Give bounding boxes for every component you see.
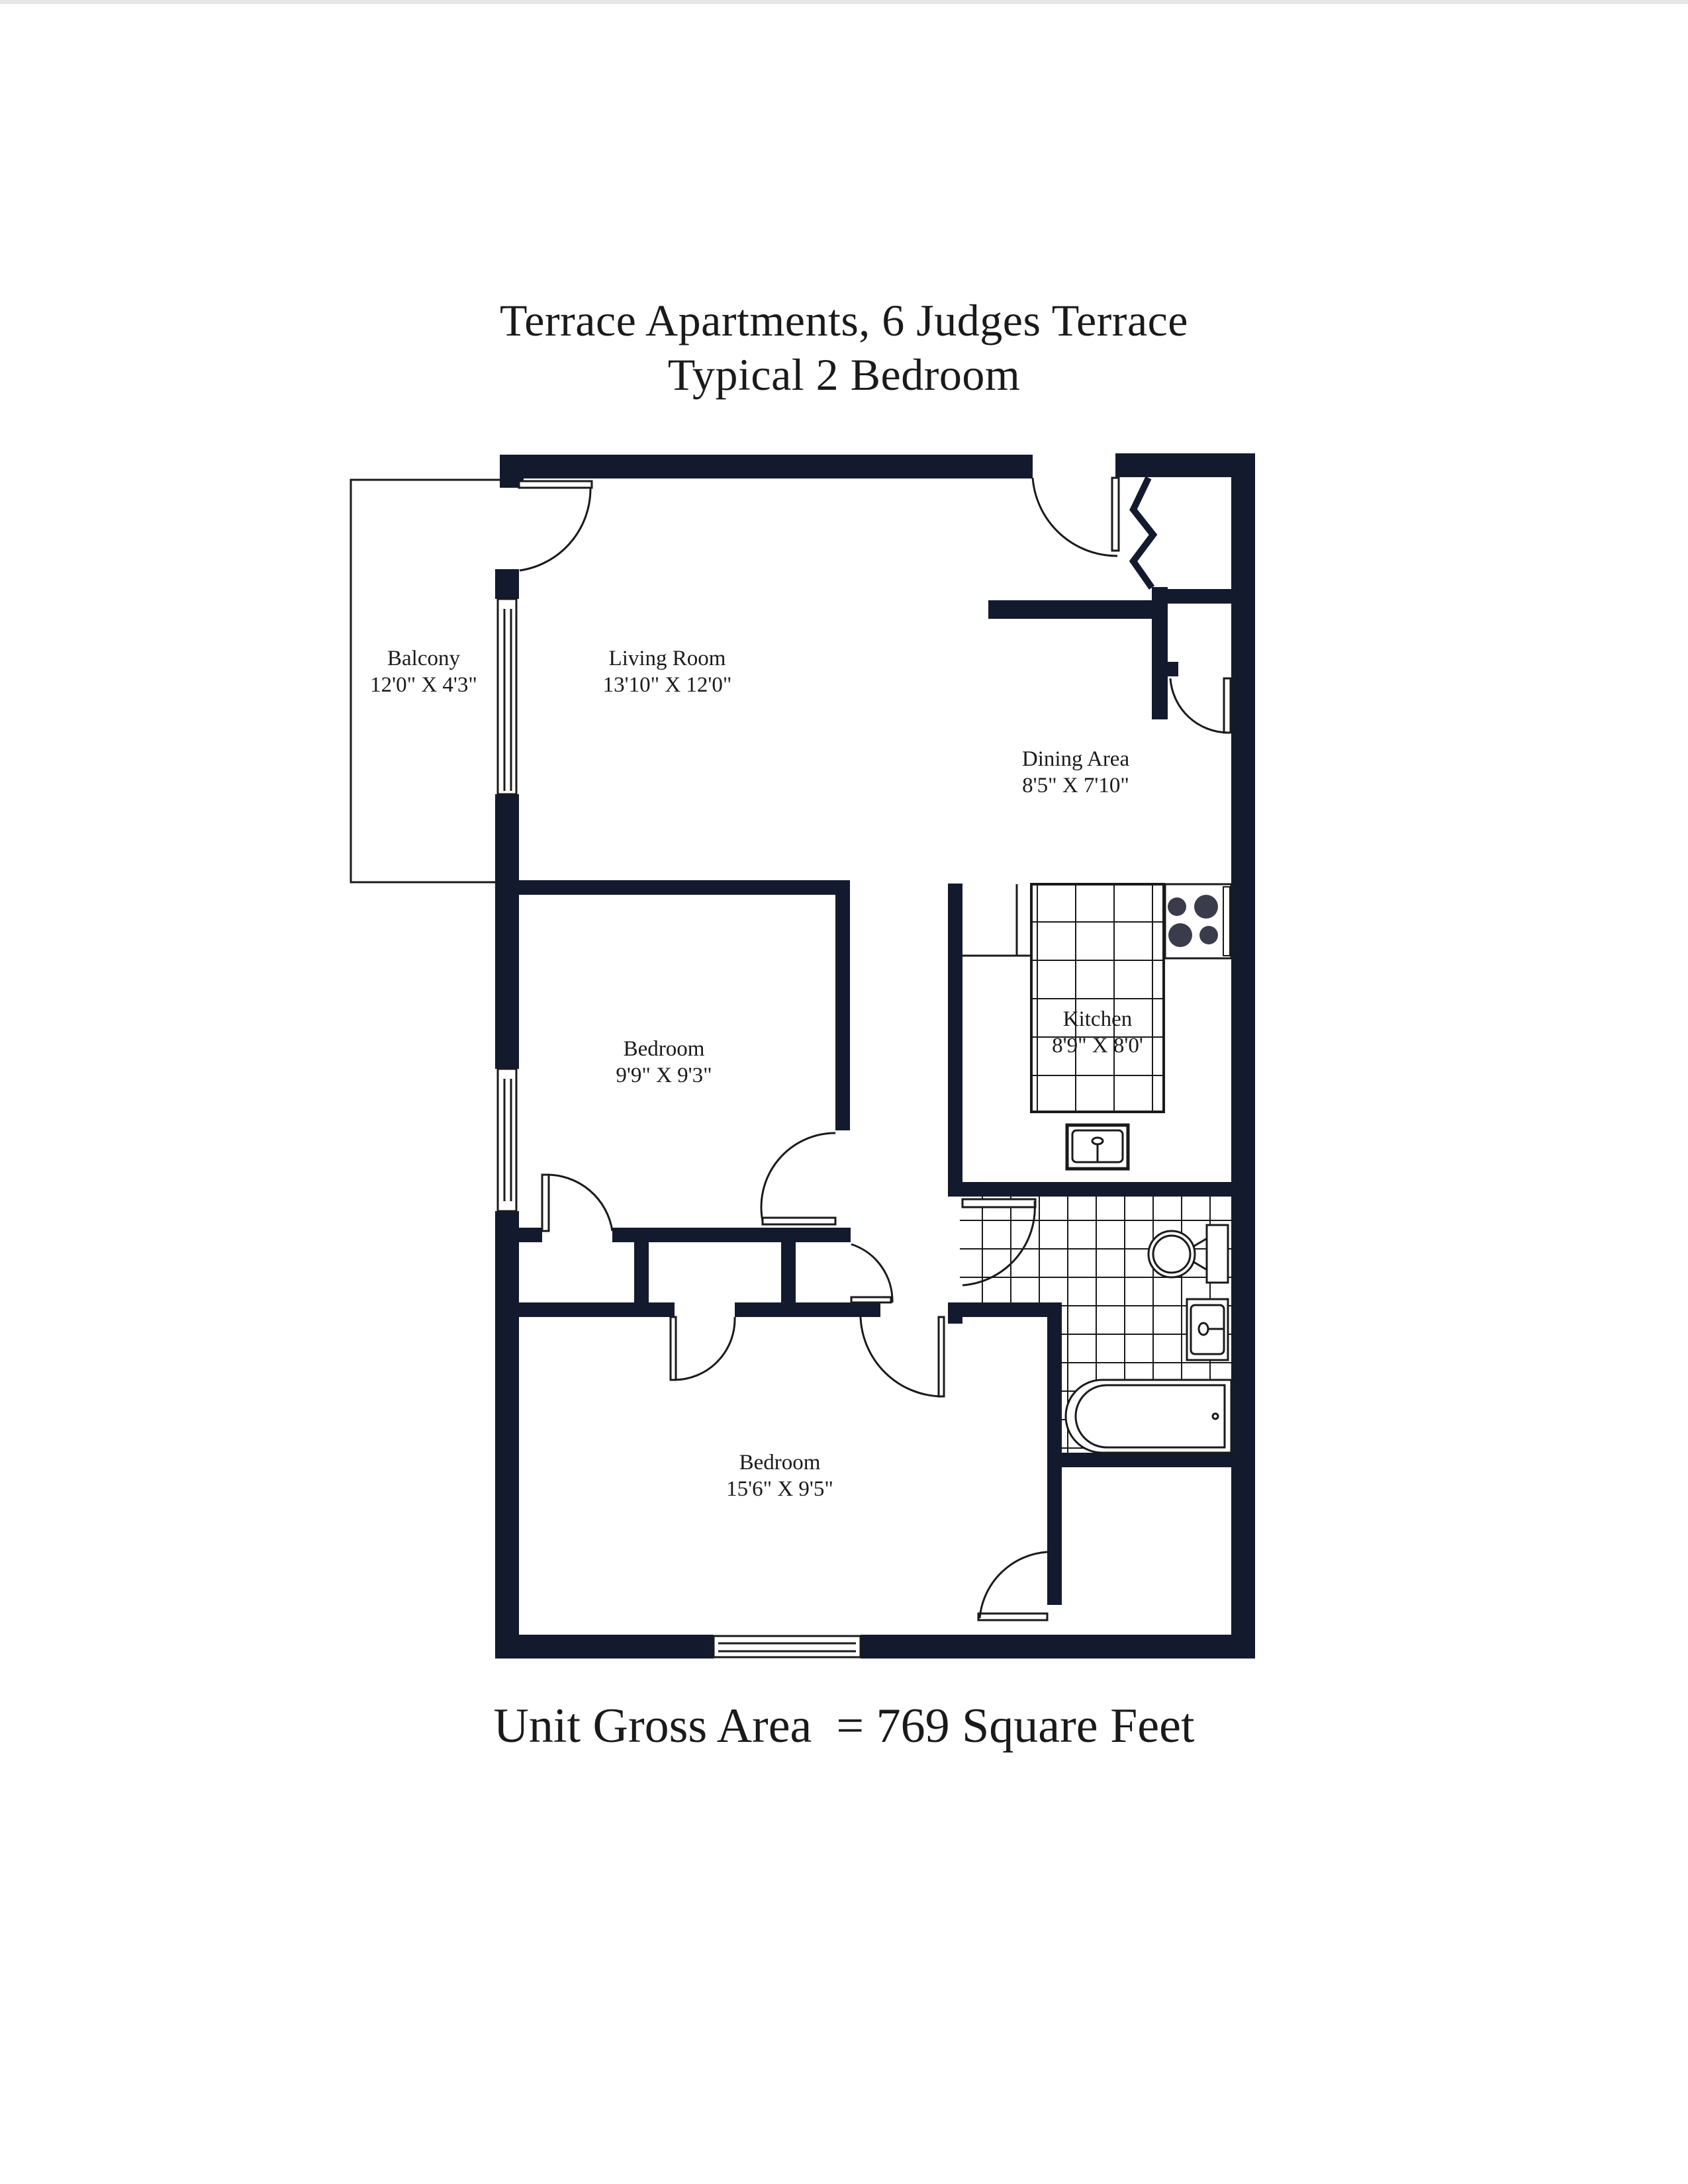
- hall-door-swing-icon: [850, 1243, 894, 1304]
- page-top-edge: [0, 0, 1688, 4]
- room-name: Bedroom: [739, 1451, 821, 1475]
- bathroom-sink-icon: [1186, 1298, 1229, 1361]
- closet-door-swing-icon: [1169, 677, 1232, 734]
- window-icon: [712, 1635, 862, 1659]
- plan-subtitle: Typical 2 Bedroom: [667, 349, 1021, 400]
- balcony-door-swing-icon: [518, 480, 593, 572]
- room-label-bedroom-1: Bedroom 9'9" X 9'3": [545, 1036, 783, 1089]
- bedroom2-door-swing-icon: [859, 1316, 945, 1398]
- area-unit: Square Feet: [962, 1699, 1195, 1753]
- room-name: Dining Area: [1021, 747, 1130, 771]
- bathroom-closet-fill: [957, 1307, 1059, 1459]
- room-name: Kitchen: [1062, 1007, 1133, 1031]
- room-label-dining-area: Dining Area 8'5" X 7'10": [957, 746, 1195, 799]
- stove-icon: [1164, 883, 1233, 960]
- area-value: 769: [876, 1699, 950, 1753]
- kitchen-sink-icon: [1065, 1123, 1130, 1171]
- linen-closet-door-swing-icon: [541, 1173, 614, 1232]
- room-dimensions: 8'9" X 8'0': [1052, 1034, 1143, 1058]
- room-label-balcony: Balcony 12'0" X 4'3": [305, 645, 543, 698]
- toilet-icon: [1147, 1224, 1229, 1284]
- room-dimensions: 9'9" X 9'3": [616, 1064, 712, 1087]
- storage-closet-door-swing-icon: [977, 1551, 1049, 1621]
- room-name: Living Room: [608, 647, 726, 670]
- bedroom2-closet-door-swing-icon: [669, 1316, 736, 1381]
- room-label-kitchen: Kitchen 8'9" X 8'0': [978, 1006, 1217, 1059]
- window-icon: [496, 598, 518, 796]
- room-dimensions: 8'5" X 7'10": [1022, 774, 1129, 797]
- room-name: Balcony: [387, 647, 460, 670]
- balcony-outline: [350, 478, 500, 884]
- room-dimensions: 15'6" X 9'5": [726, 1477, 833, 1501]
- room-dimensions: 12'0" X 4'3": [370, 673, 477, 697]
- room-label-living-room: Living Room 13'10" X 12'0": [548, 645, 786, 698]
- plan-title: Terrace Apartments, 6 Judges Terrace: [500, 295, 1188, 345]
- kitchen-tile-floor: [1030, 883, 1165, 1113]
- room-dimensions: 13'10" X 12'0": [602, 673, 732, 697]
- unit-gross-area: Unit Gross Area = 769 Square Feet: [0, 1698, 1688, 1754]
- area-equals: =: [836, 1699, 865, 1753]
- window-icon: [496, 1068, 518, 1212]
- room-label-bedroom-2: Bedroom 15'6" X 9'5": [661, 1449, 899, 1502]
- bathroom-door-swing-icon: [961, 1198, 1037, 1287]
- bedroom1-door-swing-icon: [760, 1132, 837, 1226]
- bifold-door-icon: [1129, 476, 1158, 590]
- kitchen-counter: [960, 884, 1031, 957]
- room-name: Bedroom: [623, 1037, 705, 1061]
- area-label: Unit Gross Area: [493, 1699, 812, 1753]
- walls: [495, 453, 1255, 1659]
- entry-door-swing-icon: [1031, 477, 1120, 557]
- bathtub-icon: [1064, 1379, 1233, 1454]
